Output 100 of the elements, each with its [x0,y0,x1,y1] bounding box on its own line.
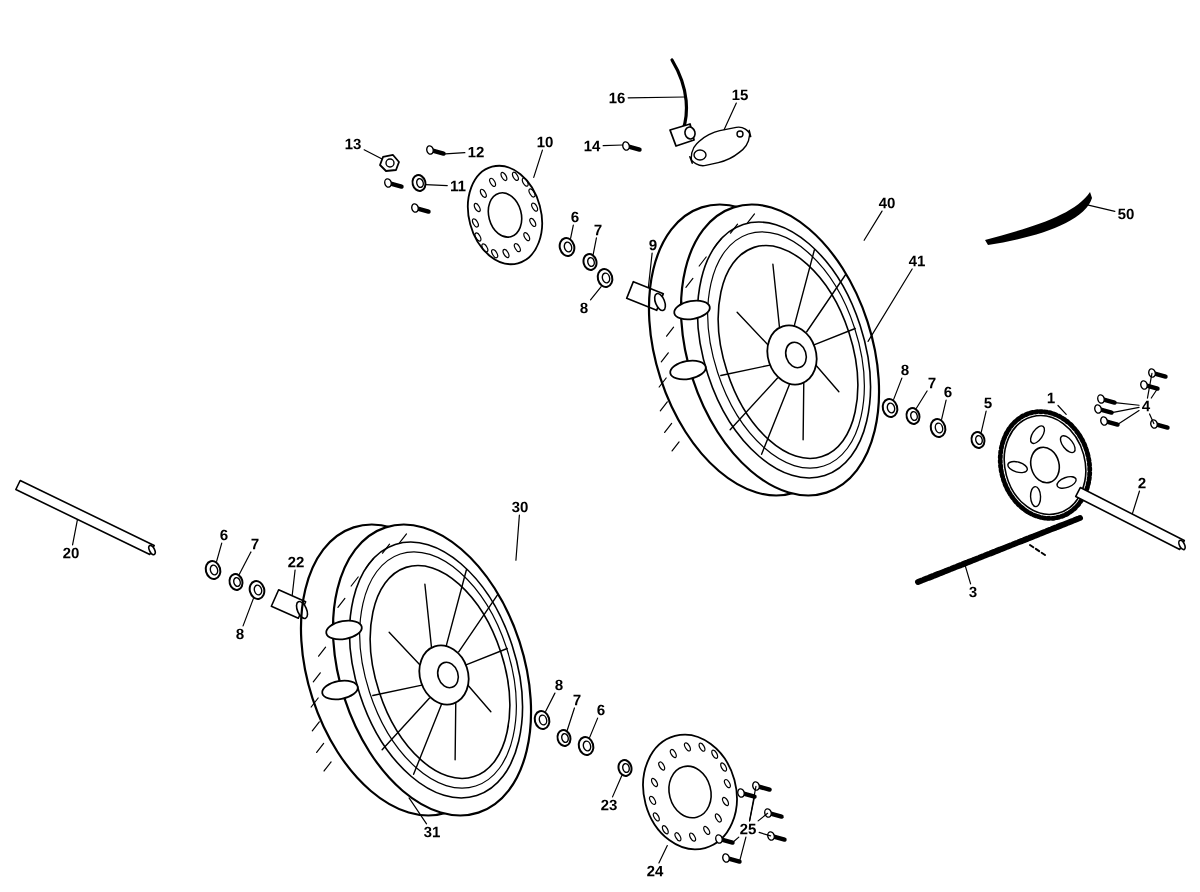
spacer-drawing [970,431,986,449]
callout-number: 4 [1142,400,1151,412]
leader-line [1057,404,1067,415]
callout-number: 6 [220,529,228,541]
spacer-drawing [625,280,667,312]
leader-line [408,797,428,825]
callout-number: 15 [732,89,748,101]
leader-line [748,785,757,822]
leader-line [425,184,448,187]
callout-number: 30 [512,501,528,513]
callout-number: 1 [1047,392,1055,404]
callout-number: 22 [288,556,304,568]
callout-number: 7 [251,538,259,550]
bearing-drawing [596,268,614,288]
spacer-drawing [582,253,598,271]
chain-drawing [915,515,1083,585]
leader-line [1117,409,1140,425]
bolt-drawing [715,834,735,845]
leader-line [291,569,296,596]
leader-line [758,831,772,837]
callout-number: 13 [345,138,361,150]
leader-line [570,224,574,239]
bearing-drawing [558,237,576,257]
callout-number: 6 [597,704,605,716]
leader-line [723,102,737,131]
callout-number: 50 [1118,208,1134,220]
callout-number: 8 [236,628,244,640]
washer-drawing [411,174,427,192]
callout-number: 5 [984,397,992,409]
callout-number: 3 [969,586,977,598]
callout-number: 23 [601,799,617,811]
callout-number: 6 [571,211,579,223]
bolt-drawing [752,781,772,792]
spacer-drawing [270,588,309,620]
leader-line [602,144,624,147]
brake-disc-drawing [467,164,543,265]
sprocket-drawing [997,409,1093,521]
leader-line [941,399,947,420]
bolt-drawing [1148,368,1168,379]
leader-line [980,410,987,433]
leader-line [533,149,543,179]
spacer-drawing [905,407,921,425]
leader-line [444,152,466,155]
nut-drawing [379,154,400,172]
callout-number: 24 [647,865,664,877]
bolt-drawing [722,853,742,864]
bolt-drawing [426,145,446,156]
leader-line [1148,413,1155,425]
callout-number: 7 [594,224,602,236]
leader-line [627,96,686,99]
leader-line [589,286,602,301]
callout-number: 7 [573,694,581,706]
callout-number: 9 [649,239,657,251]
sensor-drawing [669,58,696,147]
chain-guard-drawing [985,192,1092,245]
leader-line [238,551,252,575]
callout-number: 16 [609,92,625,104]
bolt-drawing [1100,416,1120,427]
leader-line [863,210,883,241]
callout-number: 6 [944,386,952,398]
rear-wheel-drawing [647,203,881,497]
leader-line [964,564,972,585]
spacer-drawing [228,573,244,591]
leader-line [1111,406,1140,414]
callout-number: 8 [901,364,909,376]
leader-line [71,519,78,546]
leader-line [757,812,769,822]
screw-drawing [622,141,642,152]
bearing-drawing [248,580,266,600]
callout-number: 25 [740,823,756,835]
spacer-drawing [556,729,572,747]
callout-number: 10 [537,136,553,148]
spacer-drawing [617,759,633,777]
leader-line [739,836,747,862]
bolt-drawing [1097,394,1117,405]
leader-line [611,775,623,798]
bolt-drawing [1140,380,1160,391]
leader-line [732,836,740,843]
callout-number: 40 [878,197,895,209]
bearing-drawing [204,560,222,580]
bearing-drawing [577,736,595,756]
leader-line [1131,490,1141,515]
brake-disc-drawing [642,733,738,851]
leader-line [915,390,928,409]
leader-line [1150,388,1158,399]
leader-line [1114,402,1140,406]
leader-line [363,149,383,160]
leader-line [566,707,576,731]
callout-number: 31 [424,826,440,838]
callout-number: 20 [63,547,79,559]
leader-line [515,514,520,561]
callout-number: 2 [1138,477,1146,489]
callout-number: 8 [580,302,588,314]
leader-line [1146,372,1153,399]
bearing-drawing [533,710,551,730]
callout-number: 11 [451,180,466,192]
leader-line [216,542,223,562]
callout-number: 12 [468,146,484,158]
callout-number: 7 [928,377,936,389]
leader-line [589,717,599,738]
